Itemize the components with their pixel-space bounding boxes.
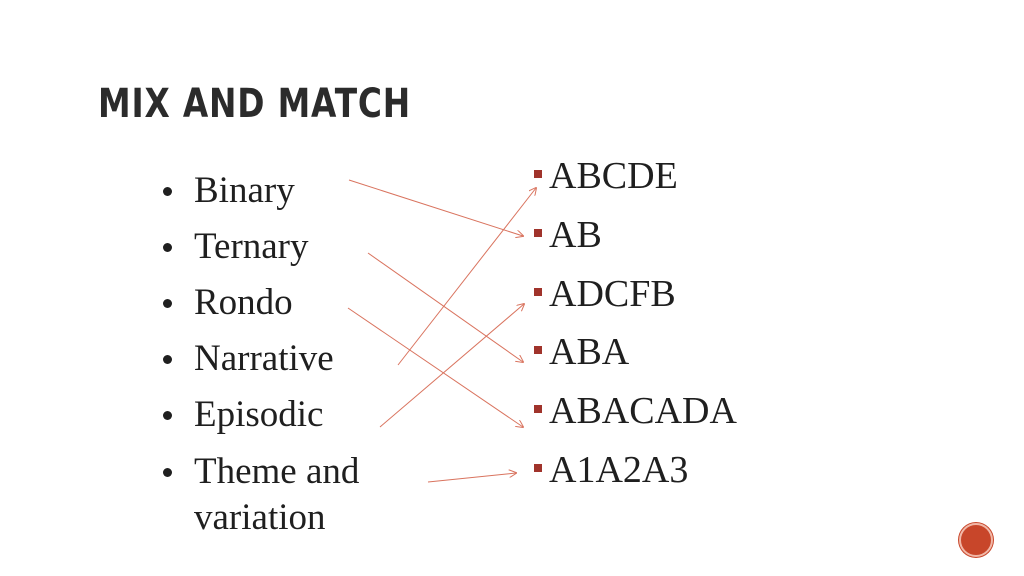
square-bullet [534,288,542,296]
slide-number-badge [959,523,993,557]
left-item-label: Theme and [194,451,360,492]
right-item-label: ADCFB [549,273,676,315]
bullet-dot [163,355,172,364]
right-item-label: ABA [549,331,630,373]
right-item-label: A1A2A3 [549,449,689,491]
right-list-item-abcde: ABCDE [534,153,678,199]
left-item-label: Narrative [194,338,334,379]
right-list-item-ab: AB [534,212,602,258]
square-bullet [534,464,542,472]
slide-title: MIX AND MATCH [98,81,412,127]
arrow-ternary-to-aba [367,252,523,362]
arrow-rondo-to-abacada [347,307,523,427]
left-list-item-episodic: Episodic [163,392,324,438]
left-item-label: Ternary [194,226,309,267]
arrow-binary-to-ab [348,179,523,236]
square-bullet [534,229,542,237]
right-list-item-aba: ABA [534,329,629,375]
left-item-label: Episodic [194,394,324,435]
right-item-label: ABACADA [549,390,737,432]
arrow-episodic-to-adcfb [379,304,524,428]
left-item-label: Rondo [194,282,293,323]
left-list-item-ternary: Ternary [163,224,309,270]
left-list-item-narrative: Narrative [163,336,334,382]
right-list-item-a1a2a3: A1A2A3 [534,447,688,493]
left-list-item-binary: Binary [163,168,295,214]
right-item-label: AB [549,214,602,256]
bullet-dot [163,299,172,308]
right-list-item-adcfb: ADCFB [534,271,676,317]
left-item-label: Binary [194,170,295,211]
bullet-dot [163,243,172,252]
right-item-label: ABCDE [549,155,678,197]
square-bullet [534,170,542,178]
right-list-item-abacada: ABACADA [534,388,737,434]
left-list-item-theme-and-variation: Theme and variation [163,449,360,541]
square-bullet [534,346,542,354]
bullet-dot [163,187,172,196]
left-item-label-continued: variation [194,497,326,538]
square-bullet [534,405,542,413]
arrow-narrative-to-abcde [397,188,536,366]
bullet-dot [163,468,172,477]
arrow-theme-and-variation-to-a1a2a3 [427,473,516,483]
bullet-dot [163,411,172,420]
left-list-item-rondo: Rondo [163,280,293,326]
